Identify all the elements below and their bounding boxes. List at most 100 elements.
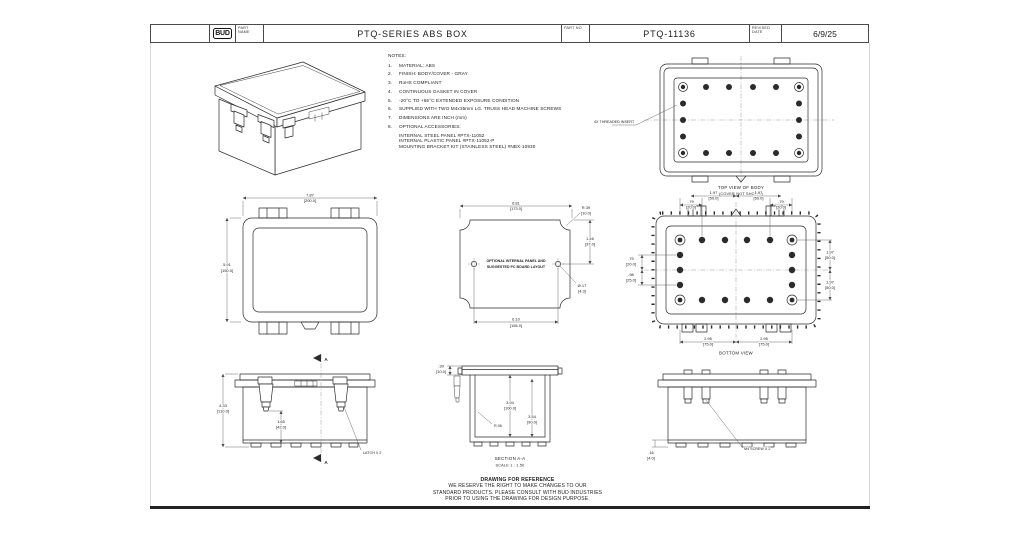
dim: .98 <box>628 272 634 277</box>
note-item: 8. OPTIONAL ACCESSORIES: <box>388 124 643 129</box>
threaded-insert-callout: 4X THREADED INSERT <box>594 120 635 124</box>
bottom-view-caption: BOTTOM VIEW <box>719 351 753 356</box>
panel-dimensions <box>459 204 594 324</box>
bud-logo: BUD <box>212 28 233 39</box>
dim-height-mm: [150.0] <box>221 268 233 273</box>
rear-view-hinges <box>683 369 787 404</box>
front-view-outline <box>242 207 378 335</box>
note-text: CONTINUOUS GASKET IN COVER <box>399 88 478 94</box>
section-dimensions <box>447 365 534 438</box>
dim: 1.97 <box>710 190 719 195</box>
dim: 1.65 <box>277 419 286 424</box>
top-view-centerlines <box>644 56 834 184</box>
dim-width-mm: [200.0] <box>304 198 316 203</box>
section-latch-profile <box>453 375 461 403</box>
internal-panel-view: 6.81 [173.0] 6.10 [155.0] 1.46 [37.0] R.… <box>459 200 596 329</box>
note-item: 5.-20°C TO +65°C EXTENDED EXPOSURE CONDI… <box>388 98 643 103</box>
top-view-caption: TOP VIEW OF BODY <box>718 185 764 190</box>
note-number: 5. <box>388 97 393 103</box>
sheet-left-border <box>150 43 151 507</box>
rear-view-dimensions <box>652 399 743 448</box>
side-view-latches <box>257 376 349 412</box>
dim: [75.0] <box>703 342 713 347</box>
top-view-subcaption: (COVER NOT SHOWN) <box>719 192 764 196</box>
panel-hole-mm: [4.3] <box>578 289 586 294</box>
note-text: OPTIONAL ACCESSORIES: <box>399 124 461 130</box>
top-view: 4X THREADED INSERT TOP VIEW OF BODY (COV… <box>593 56 834 197</box>
note-item: 4.CONTINUOUS GASKET IN COVER <box>388 89 643 94</box>
note-item: 2.FINISH: BODY/COVER - GRAY <box>388 71 643 76</box>
dim: 2.95 <box>760 336 769 341</box>
dim: [75.0] <box>759 342 769 347</box>
note-accessory: INTERNAL PLASTIC PANEL #PTX-11052-P <box>399 138 495 144</box>
side-view: A A 4.33 [110.0] 1.65 [42.0] LATCH X 2 <box>216 354 382 466</box>
section-label-bottom: A <box>324 460 328 465</box>
panel-bottom-in: 6.10 <box>512 317 521 322</box>
dim: [4.0] <box>647 456 655 461</box>
part-name: PTQ-SERIES ABS BOX <box>263 25 561 42</box>
iso-nameplate <box>308 106 330 122</box>
dim: 4.33 <box>219 403 228 408</box>
dim: [50.0] <box>708 196 718 201</box>
dim: 3.54 <box>528 414 537 419</box>
note-item: 7. DIMENSIONS ARE INCH (mm) <box>388 115 643 120</box>
section-cut-line <box>313 354 322 462</box>
sheet-bottom-border <box>150 506 870 509</box>
bottom-view-centerlines <box>644 202 828 338</box>
side-view-outline <box>234 373 376 448</box>
title-cell-empty <box>151 25 209 42</box>
note-item: 6.SUPPLIED WITH TWO M4x35mm LG. TRUSS HE… <box>388 106 643 111</box>
dim: [25.0] <box>626 278 636 283</box>
notes-heading: NOTES: <box>388 53 407 58</box>
panel-side-in: 1.46 <box>586 236 595 241</box>
dim: [20.0] <box>626 262 636 267</box>
note-text: SUPPLIED WITH TWO M4x35mm LG. TRUSS HEAD… <box>399 106 562 112</box>
latch-callout: LATCH X 2 <box>363 451 381 455</box>
note-item: 1.MATERIAL: ABS <box>388 63 643 68</box>
panel-label-line2: SUGGESTED PC BOARD LAYOUT <box>487 265 546 269</box>
radius-callout: R.06 <box>494 424 502 428</box>
dim: .16 <box>648 450 654 455</box>
note-number: 2. <box>388 71 393 77</box>
dim: [100.0] <box>504 406 516 411</box>
isometric-view <box>214 61 366 176</box>
panel-bottom-mm: [155.0] <box>510 323 522 328</box>
note-accessory: INTERNAL STEEL PANEL #PTX-11052 <box>399 132 485 138</box>
top-view-leader <box>612 104 678 126</box>
dim: [50.0] <box>825 285 835 290</box>
dim: 3.94 <box>506 400 515 405</box>
dim-height-in: 5.91 <box>223 262 232 267</box>
panel-top-mm: [173.0] <box>510 206 522 211</box>
revised-date-label: REVISED DATE <box>749 25 781 42</box>
note-text: DIMENSIONS ARE INCH (mm) <box>399 115 467 121</box>
section-caption: SECTION A-A <box>495 456 526 461</box>
disclaimer-line: WE RESERVE THE RIGHT TO MAKE CHANGES TO … <box>448 483 587 490</box>
note-number: 1. <box>388 62 393 68</box>
panel-side-mm: [37.0] <box>585 242 595 247</box>
panel-hole-dia: Ø.17 <box>578 283 587 288</box>
disclaimer-line: STANDARD PRODUCTS. PLEASE CONSULT WITH B… <box>432 489 603 496</box>
dim: [110.0] <box>217 409 229 414</box>
bottom-view: 1.97 [50.0] 1.97 [50.0] .79 [20.0] .79 [… <box>625 189 835 356</box>
title-cell-logo: BUD <box>209 25 235 42</box>
section-label-top: A <box>324 357 328 362</box>
section-scale: SCALE 1 : 1.50 <box>496 464 525 468</box>
notes-block: NOTES: 1.MATERIAL: ABS 2.FINISH: BODY/CO… <box>388 53 643 150</box>
screw-callout: M4 SCREW X 2 <box>744 447 770 451</box>
dim: [20.0] <box>686 205 696 210</box>
dim: 1.97 <box>826 280 835 285</box>
title-block: BUD PART NAME PTQ-SERIES ABS BOX PART NO… <box>150 24 869 43</box>
dim: .39 <box>438 364 444 369</box>
note-accessory: MOUNTING BRACKET KIT (STAINLESS STEEL) #… <box>399 144 536 150</box>
dim: .79 <box>778 199 784 204</box>
panel-corner-mm: [10.0] <box>581 211 591 216</box>
note-number: 8. <box>388 124 393 130</box>
dim: 1.97 <box>826 250 835 255</box>
disclaimer: DRAWING FOR REFERENCE WE RESERVE THE RIG… <box>345 477 690 503</box>
dim: [42.0] <box>276 425 286 430</box>
dim: [90.0] <box>527 420 537 425</box>
note-item: 3.RoHS COMPLIANT <box>388 80 643 85</box>
revised-date: 6/9/25 <box>781 25 868 42</box>
note-number: 7. <box>388 115 393 121</box>
